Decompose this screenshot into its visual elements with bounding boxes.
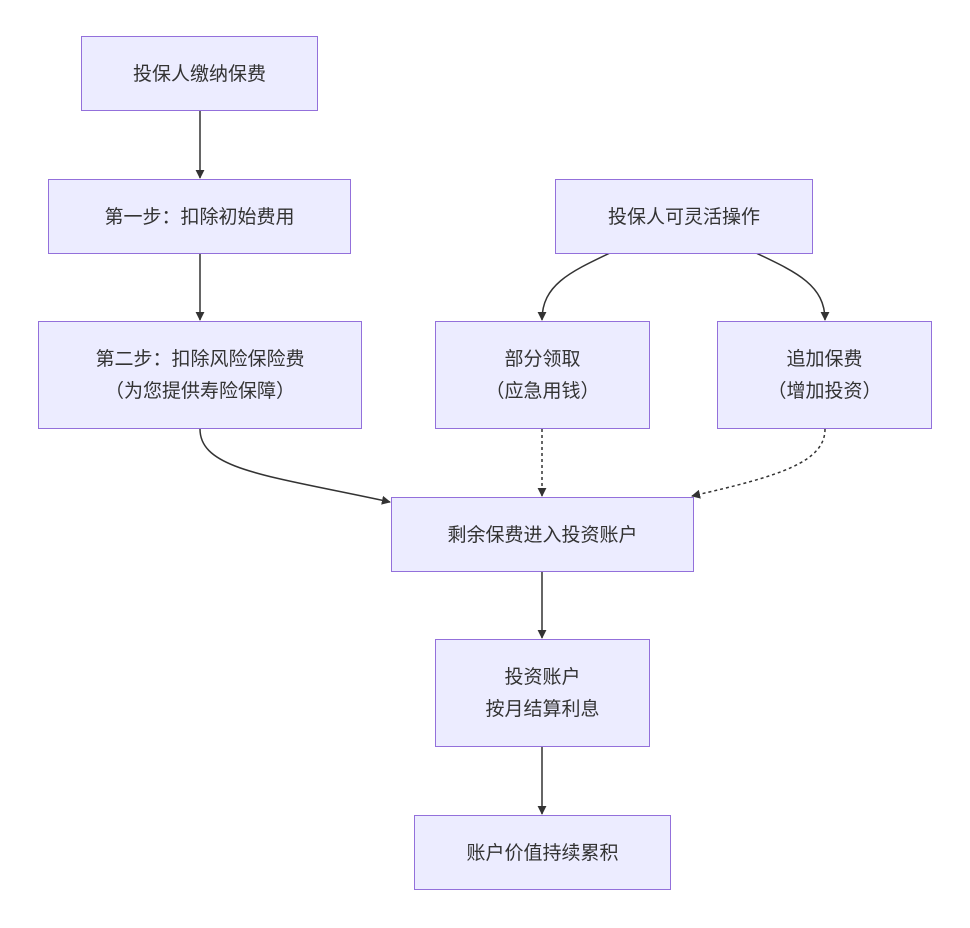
- node-flexible-operation: 投保人可灵活操作: [555, 179, 813, 254]
- node-account-value-growth: 账户价值持续累积: [414, 815, 671, 890]
- node-label-line: （增加投资）: [767, 380, 882, 402]
- node-label-line: 投资账户: [504, 666, 581, 688]
- node-additional-premium: 追加保费 （增加投资）: [717, 321, 932, 429]
- node-label-line: 投保人可灵活操作: [607, 205, 760, 228]
- node-investment-account: 投资账户按月结算利息: [435, 639, 650, 747]
- node-label-line: 第二步：扣除风险保险费: [95, 348, 305, 370]
- node-label-line: 账户价值持续累积: [466, 841, 619, 864]
- node-label-line: 追加保费: [786, 348, 863, 370]
- node-label-line: （应急用钱）: [485, 380, 600, 402]
- edge-step2-to-remain: [199, 428, 391, 505]
- node-step1-initial-fee: 第一步：扣除初始费用: [48, 179, 351, 254]
- node-label-line: （为您提供寿险保障）: [104, 380, 295, 402]
- node-label-line: 按月结算利息: [485, 698, 600, 720]
- node-label-line: 投保人缴纳保费: [132, 62, 266, 85]
- edge-flex-to-withdraw: [537, 252, 611, 321]
- edge-flex-to-topup: [755, 252, 830, 321]
- node-step2-risk-premium: 第二步：扣除风险保险费 （为您提供寿险保障）: [38, 321, 362, 429]
- node-label-line: 剩余保费进入投资账户: [447, 523, 638, 546]
- node-partial-withdrawal: 部分领取 （应急用钱）: [435, 321, 650, 429]
- node-pay-premium: 投保人缴纳保费: [81, 36, 318, 111]
- node-remaining-premium: 剩余保费进入投资账户: [391, 497, 694, 572]
- node-label-line: 部分领取: [504, 348, 581, 370]
- node-label-line: 第一步：扣除初始费用: [104, 205, 295, 228]
- edge-topup-to-remain: [691, 428, 826, 499]
